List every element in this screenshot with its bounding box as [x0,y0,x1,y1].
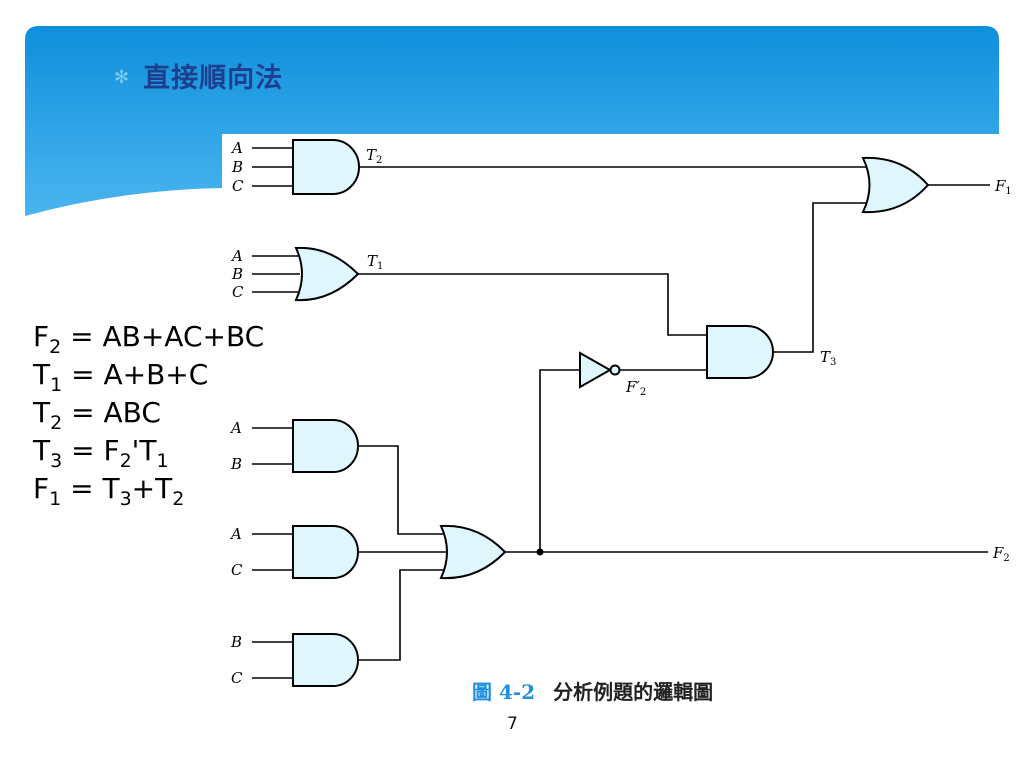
signal-label-f2-complement: F′2 [625,378,646,398]
inverter-bubble [609,364,621,376]
equation-t3: T3 = F2'T1 [33,434,169,472]
equation-t1: T1 = A+B+C [33,358,209,396]
signal-label-t1: T1 [367,252,383,272]
and-gate-ac [292,525,359,579]
input-label-a: A [230,139,243,157]
input-label-c: C [231,669,243,687]
and-gate-t2 [292,139,360,195]
equation-list: F2 = AB+AC+BC T1 = A+B+C T2 = ABC T3 = F… [33,318,265,510]
input-label-c: C [231,561,243,579]
input-label-b: B [231,265,243,283]
input-label-b: B [230,455,242,473]
slide-title: 直接順向法 [143,63,284,94]
and-gate-ab [292,419,359,473]
input-label-b: B [231,158,243,176]
signal-label-t3: T3 [820,348,836,368]
or-gate-t1 [294,246,360,302]
junction-dot [536,548,544,556]
input-label-a: A [229,525,242,543]
or-gate-f2 [439,524,507,580]
output-label-f2: F2 [992,544,1010,564]
input-label-c: C [232,283,244,301]
or-gate-f1 [861,156,930,214]
figure-caption: 圖 4-2 分析例題的邏輯圖 [472,676,713,705]
output-label-f1: F1 [994,177,1012,197]
asterisk-bullet-icon: ✻ [114,67,130,88]
and-gate-bc [292,633,359,687]
input-label-c: C [232,177,244,195]
equation-t2: T2 = ABC [33,396,161,434]
input-labels: A B C A B C A B A C B C [229,139,244,687]
input-label-a: A [230,247,243,265]
input-label-b: B [230,633,242,651]
not-gate-f2 [579,351,613,389]
diagram-background [222,134,999,674]
and-gate-t3 [706,325,774,379]
equation-f1: F1 = T3+T2 [33,472,185,510]
signal-label-t2: T2 [366,146,382,166]
wires [252,147,990,679]
input-label-a: A [229,419,242,437]
slide-title-row: ✻ 直接順向法 [114,56,283,95]
equation-f2: F2 = AB+AC+BC [33,320,265,358]
figure-title: 分析例題的邏輯圖 [553,680,714,704]
page-number: 7 [507,714,518,734]
figure-number: 圖 4-2 [472,680,536,704]
signal-labels: T2 T1 T3 F′2 F1 F2 [366,146,1012,564]
